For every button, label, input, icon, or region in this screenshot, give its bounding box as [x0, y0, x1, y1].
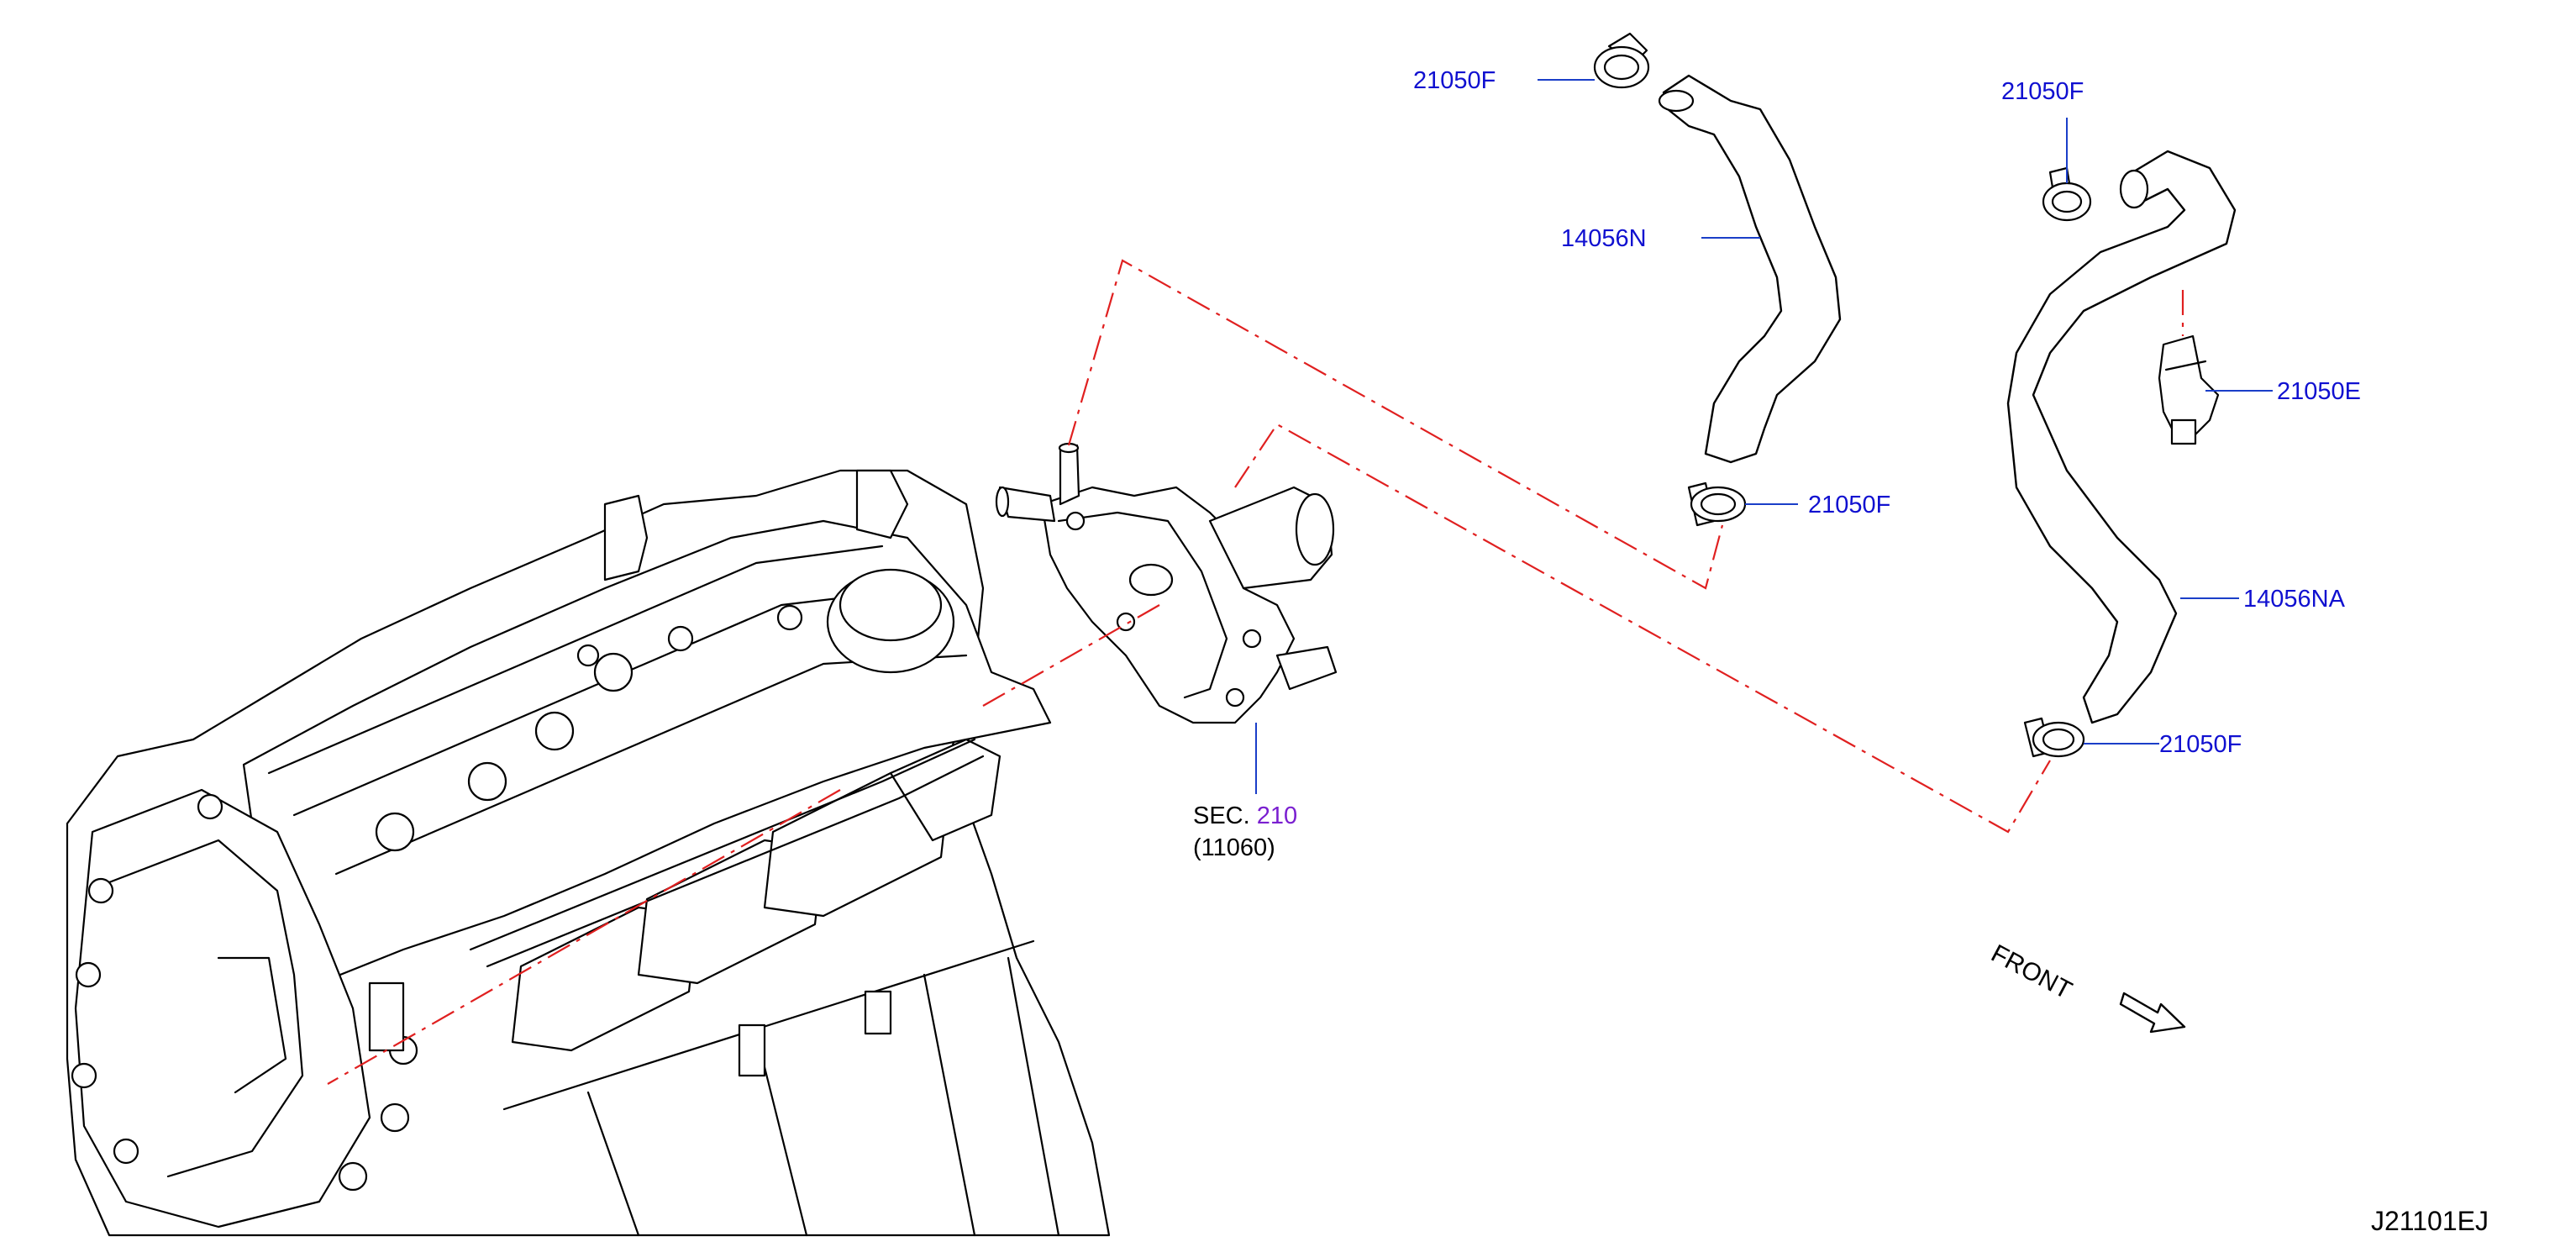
- callout-21050e[interactable]: 21050E: [2277, 378, 2361, 405]
- hose-14056n: [1658, 74, 1842, 464]
- leader-lines: [1255, 79, 2273, 794]
- section-reference[interactable]: SEC. 210: [1193, 804, 1297, 829]
- connection-lines: [327, 259, 2184, 1085]
- section-number[interactable]: 210: [1256, 802, 1298, 829]
- section-code: (11060): [1193, 834, 1275, 861]
- clamp-left-lower: [1687, 481, 1747, 527]
- hotspot-clamp-top-left[interactable]: [1584, 25, 1659, 92]
- diagram-id: J21101EJ: [2371, 1206, 2489, 1236]
- part-hotspots: [991, 25, 2243, 769]
- section-prefix: SEC.: [1193, 802, 1250, 829]
- callout-21050f-left-lower[interactable]: 21050F: [1808, 492, 1891, 518]
- hotspot-clamp-left-lower[interactable]: [1676, 475, 1752, 534]
- callout-14056n[interactable]: 14056N: [1561, 225, 1647, 252]
- callout-14056na[interactable]: 14056NA: [2243, 586, 2345, 613]
- callout-21050f-right-lower[interactable]: 21050F: [2159, 731, 2242, 758]
- engine-assembly: [66, 469, 1111, 1237]
- hotspot-hose-14056n[interactable]: [1655, 67, 1848, 471]
- hotspot-clamp-right-lower[interactable]: [2016, 710, 2092, 769]
- callout-21050f-top-left[interactable]: 21050F: [1413, 67, 1496, 94]
- clamp-right-lower: [2023, 717, 2085, 758]
- callout-21050f-top-right[interactable]: 21050F: [2001, 78, 2084, 105]
- water-outlet-housing: [995, 442, 1338, 724]
- clip-21050e: [2158, 334, 2220, 445]
- hotspot-water-outlet[interactable]: [991, 437, 1344, 731]
- front-arrow-icon: [2119, 992, 2186, 1034]
- clamp-top-left: [1593, 32, 1650, 89]
- hotspot-hose-14056na[interactable]: [2000, 143, 2243, 731]
- hose-14056na: [2006, 150, 2237, 724]
